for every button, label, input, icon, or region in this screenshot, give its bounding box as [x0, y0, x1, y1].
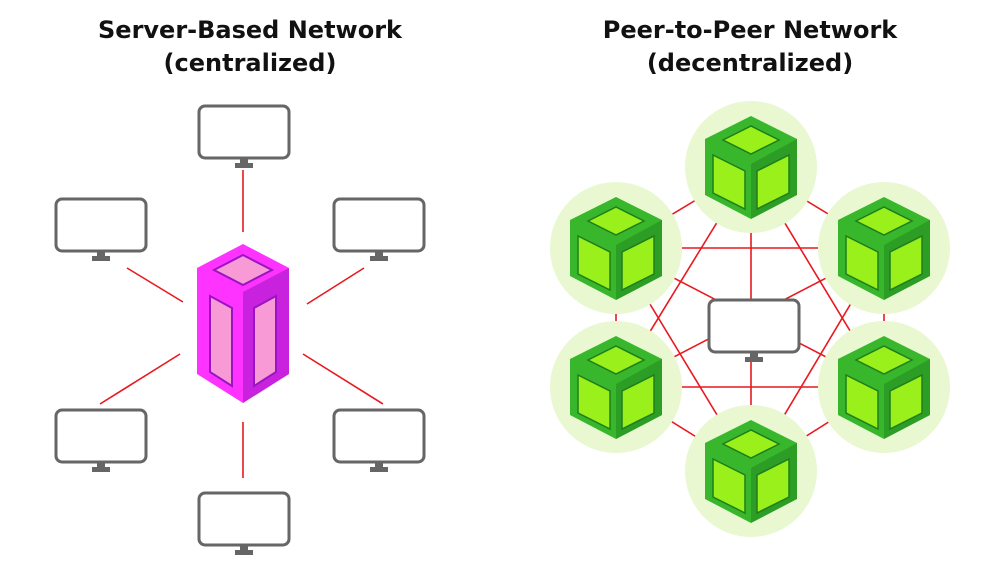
- p2p-network-title-line2: (decentralized): [646, 49, 854, 77]
- link-server-upper-right: [306, 267, 365, 305]
- link-server-upper-left: [126, 267, 184, 303]
- client-monitor-top: [197, 104, 291, 168]
- peer-node-lower-right: [818, 321, 950, 453]
- peer-node-lower-left: [550, 321, 682, 453]
- peer-node-upper-right: [818, 182, 950, 314]
- server-network-title: Server-Based Network (centralized): [40, 14, 460, 80]
- server-network-title-line1: Server-Based Network: [98, 16, 402, 44]
- peer-node-bottom: [685, 405, 817, 537]
- server-network-nodes: [54, 104, 426, 555]
- p2p-network-title: Peer-to-Peer Network (decentralized): [540, 14, 960, 80]
- client-monitor-bottom: [197, 491, 291, 555]
- peer-node-top: [685, 101, 817, 233]
- link-server-lower-left: [99, 353, 181, 405]
- p2p-network-title-line1: Peer-to-Peer Network: [602, 16, 898, 44]
- p2p-network-nodes: [550, 101, 950, 537]
- client-monitor-upper-left: [54, 197, 148, 261]
- center-monitor: [707, 298, 801, 362]
- server-links: [99, 170, 384, 478]
- server-network-title-line2: (centralized): [163, 49, 337, 77]
- server-tower-icon: [197, 244, 289, 403]
- peer-node-upper-left: [550, 182, 682, 314]
- client-monitor-upper-right: [332, 197, 426, 261]
- link-server-lower-right: [302, 353, 384, 405]
- client-monitor-lower-right: [332, 408, 426, 472]
- client-monitor-lower-left: [54, 408, 148, 472]
